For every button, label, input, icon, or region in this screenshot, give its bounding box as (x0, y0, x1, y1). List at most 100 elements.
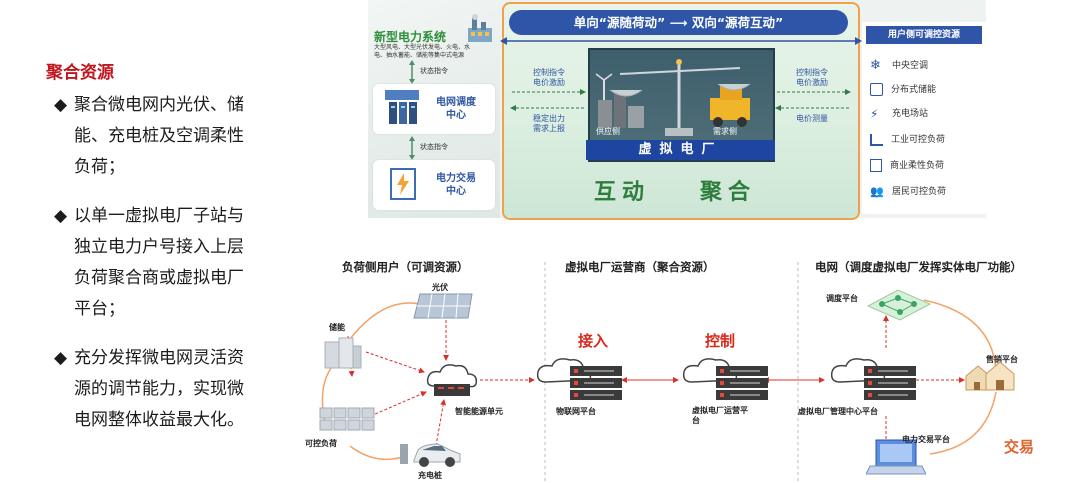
bullet-2-line-2: 独立电力户号接入上层 (74, 237, 244, 257)
control-label: 控制 (705, 332, 736, 350)
bullet-3-line-2: 源的调节能力，实现微 (74, 379, 244, 399)
left-control-line-1: 控制指令 (533, 68, 565, 77)
bullet-2-line-3: 负荷聚合商或虚拟电厂 (74, 268, 244, 288)
charging-pile-label: 充电桩 (418, 471, 442, 480)
houses-icon (962, 358, 1018, 398)
vpp-label: 虚拟电厂 (586, 140, 775, 160)
user-resources-title: 用户侧可调控资源 (866, 26, 982, 44)
dispatch-network-icon (862, 282, 936, 326)
header-load-side: 负荷侧用户（可调资源） (342, 260, 469, 274)
diamond-bullet-icon: ◆ (54, 95, 68, 115)
right-control-arrow (777, 89, 851, 95)
banner-two-way: 双向“源荷互动” (691, 15, 784, 30)
header-vpp-operator: 虚拟电厂运营商（聚合资源） (565, 260, 715, 274)
resource-label: 商业柔性负荷 (890, 161, 945, 171)
diamond-bullet-icon: ◆ (54, 348, 68, 368)
new-power-system-title: 新型电力系统 (374, 30, 447, 44)
right-control-line-1: 控制指令 (796, 68, 828, 77)
left-control-line-2: 电价激励 (533, 78, 565, 87)
bidirectional-arrow (500, 37, 862, 45)
bullet-3: ◆ 充分发挥微电网灵活资 源的调节能力，实现微 电网整体收益最大化。 (54, 343, 290, 436)
bullet-1: ◆ 聚合微电网内光伏、储 能、充电桩及空调柔性 负荷； (54, 90, 290, 183)
left-control-label: 控制指令 电价激励 (514, 68, 584, 88)
interact-label: 互动 (594, 179, 651, 205)
resource-label: 工业可控负荷 (891, 135, 946, 145)
electric-car-icon (398, 440, 464, 472)
resource-item-ac: ❄中央空调 (870, 56, 982, 76)
vpp-operator-line-1: 虚拟电厂运营平 (692, 406, 748, 415)
header-grid: 电网（调度虚拟电厂发挥实体电厂功能） (815, 260, 1022, 274)
section-title: 聚合资源 (46, 63, 114, 83)
factory-icon (870, 133, 883, 146)
resource-item-charging: ⚡ 充电场站 (870, 104, 982, 124)
controllable-load-label: 可控负荷 (305, 439, 337, 448)
resource-label: 充电场站 (892, 109, 929, 119)
battery-icon (870, 83, 883, 96)
bullet-2-line-4: 平台； (74, 299, 125, 319)
user-resources-panel (862, 22, 986, 214)
power-trade-line-2: 中心 (446, 186, 466, 197)
demand-side-label: 需求侧 (713, 127, 737, 136)
bullet-1-line-3: 负荷； (74, 157, 125, 177)
status-command-1: 状态指令 (420, 67, 448, 75)
bullet-3-line-1: 充分发挥微电网灵活资 (74, 348, 244, 368)
access-label: 接入 (578, 332, 609, 350)
grid-dispatch-line-2: 中心 (446, 110, 466, 121)
people-icon: 👥 (870, 184, 884, 198)
status-command-2: 状态指令 (420, 143, 448, 151)
banner-arrow-icon: ⟶ (669, 15, 688, 30)
trade-platform-label: 电力交易平台 (902, 435, 950, 444)
banner-one-way: 单向“源随荷动” (573, 15, 666, 30)
left-stable-line-1: 稳定出力 (533, 114, 565, 123)
balance-scale-icon (595, 59, 751, 136)
new-power-system-desc-1: 大型风电、大型光伏发电、火电、水 (374, 44, 471, 51)
iot-server-icon (534, 356, 624, 406)
bullet-3-line-3: 电网整体收益最大化。 (74, 410, 244, 430)
controllable-load-icon (318, 404, 380, 438)
left-stable-line-2: 需求上报 (533, 124, 565, 133)
charging-station-icon: ⚡ (870, 106, 879, 121)
grid-dispatch-line-1: 电网调度 (436, 97, 476, 108)
right-control-label: 控制指令 电价激励 (777, 68, 847, 88)
storage-label: 储能 (329, 323, 345, 332)
separator-2 (797, 262, 799, 482)
vpp-operator-line-2: 台 (692, 416, 700, 425)
power-trade-center: 电力交易 中心 (424, 172, 488, 198)
trade-laptop-icon (865, 436, 927, 480)
vpp-mgmt-label: 虚拟电厂管理中心平台 (798, 407, 878, 416)
bullet-2-line-1: 以单一虚拟电厂子站与 (74, 206, 244, 226)
trade-label: 交易 (1004, 438, 1035, 456)
resource-label: 分布式储能 (891, 85, 937, 95)
vpp-operator-label: 虚拟电厂运营平 台 (692, 406, 748, 426)
resource-item-industrial: 工业可控负荷 (870, 130, 982, 150)
power-plant-icon (466, 14, 494, 44)
resource-label: 居民可控负荷 (892, 187, 947, 197)
sales-platform-label: 售销平台 (986, 355, 1018, 364)
resource-item-storage: 分布式储能 (870, 80, 982, 100)
right-measure-arrow (775, 105, 849, 111)
smart-energy-unit-icon (424, 362, 480, 402)
aggregate-label: 聚合 (700, 179, 757, 205)
supply-side-label: 供应侧 (596, 127, 620, 136)
diamond-bullet-icon: ◆ (54, 206, 68, 226)
server-rack-icon (385, 90, 419, 132)
grid-dispatch-center: 电网调度 中心 (424, 96, 488, 122)
left-control-arrow (512, 89, 586, 95)
status-arrow-2 (409, 136, 415, 160)
resource-item-commercial: 商业柔性负荷 (870, 156, 982, 176)
right-control-line-2: 电价激励 (796, 78, 828, 87)
bullet-2: ◆ 以单一虚拟电厂子站与 独立电力户号接入上层 负荷聚合商或虚拟电厂 平台； (54, 201, 290, 325)
mode-banner: 单向“源随荷动” ⟶ 双向“源荷互动” (509, 10, 848, 35)
pv-label: 光伏 (432, 283, 448, 292)
left-stable-arrow (510, 105, 584, 111)
vpp-operator-server-icon (680, 356, 770, 406)
new-power-system-desc-2: 电、抽水蓄能、储能等集中式电源 (374, 52, 465, 59)
status-arrow-1 (409, 60, 415, 84)
right-measure-label: 电价测量 (796, 114, 828, 123)
smart-energy-unit-label: 智能能源单元 (455, 407, 503, 416)
solar-panel-icon (412, 292, 476, 326)
iot-platform-label: 物联网平台 (556, 407, 596, 416)
vpp-mgmt-server-icon (828, 356, 918, 406)
bullet-1-line-1: 聚合微电网内光伏、储 (74, 95, 244, 115)
trade-document-icon (390, 168, 416, 204)
